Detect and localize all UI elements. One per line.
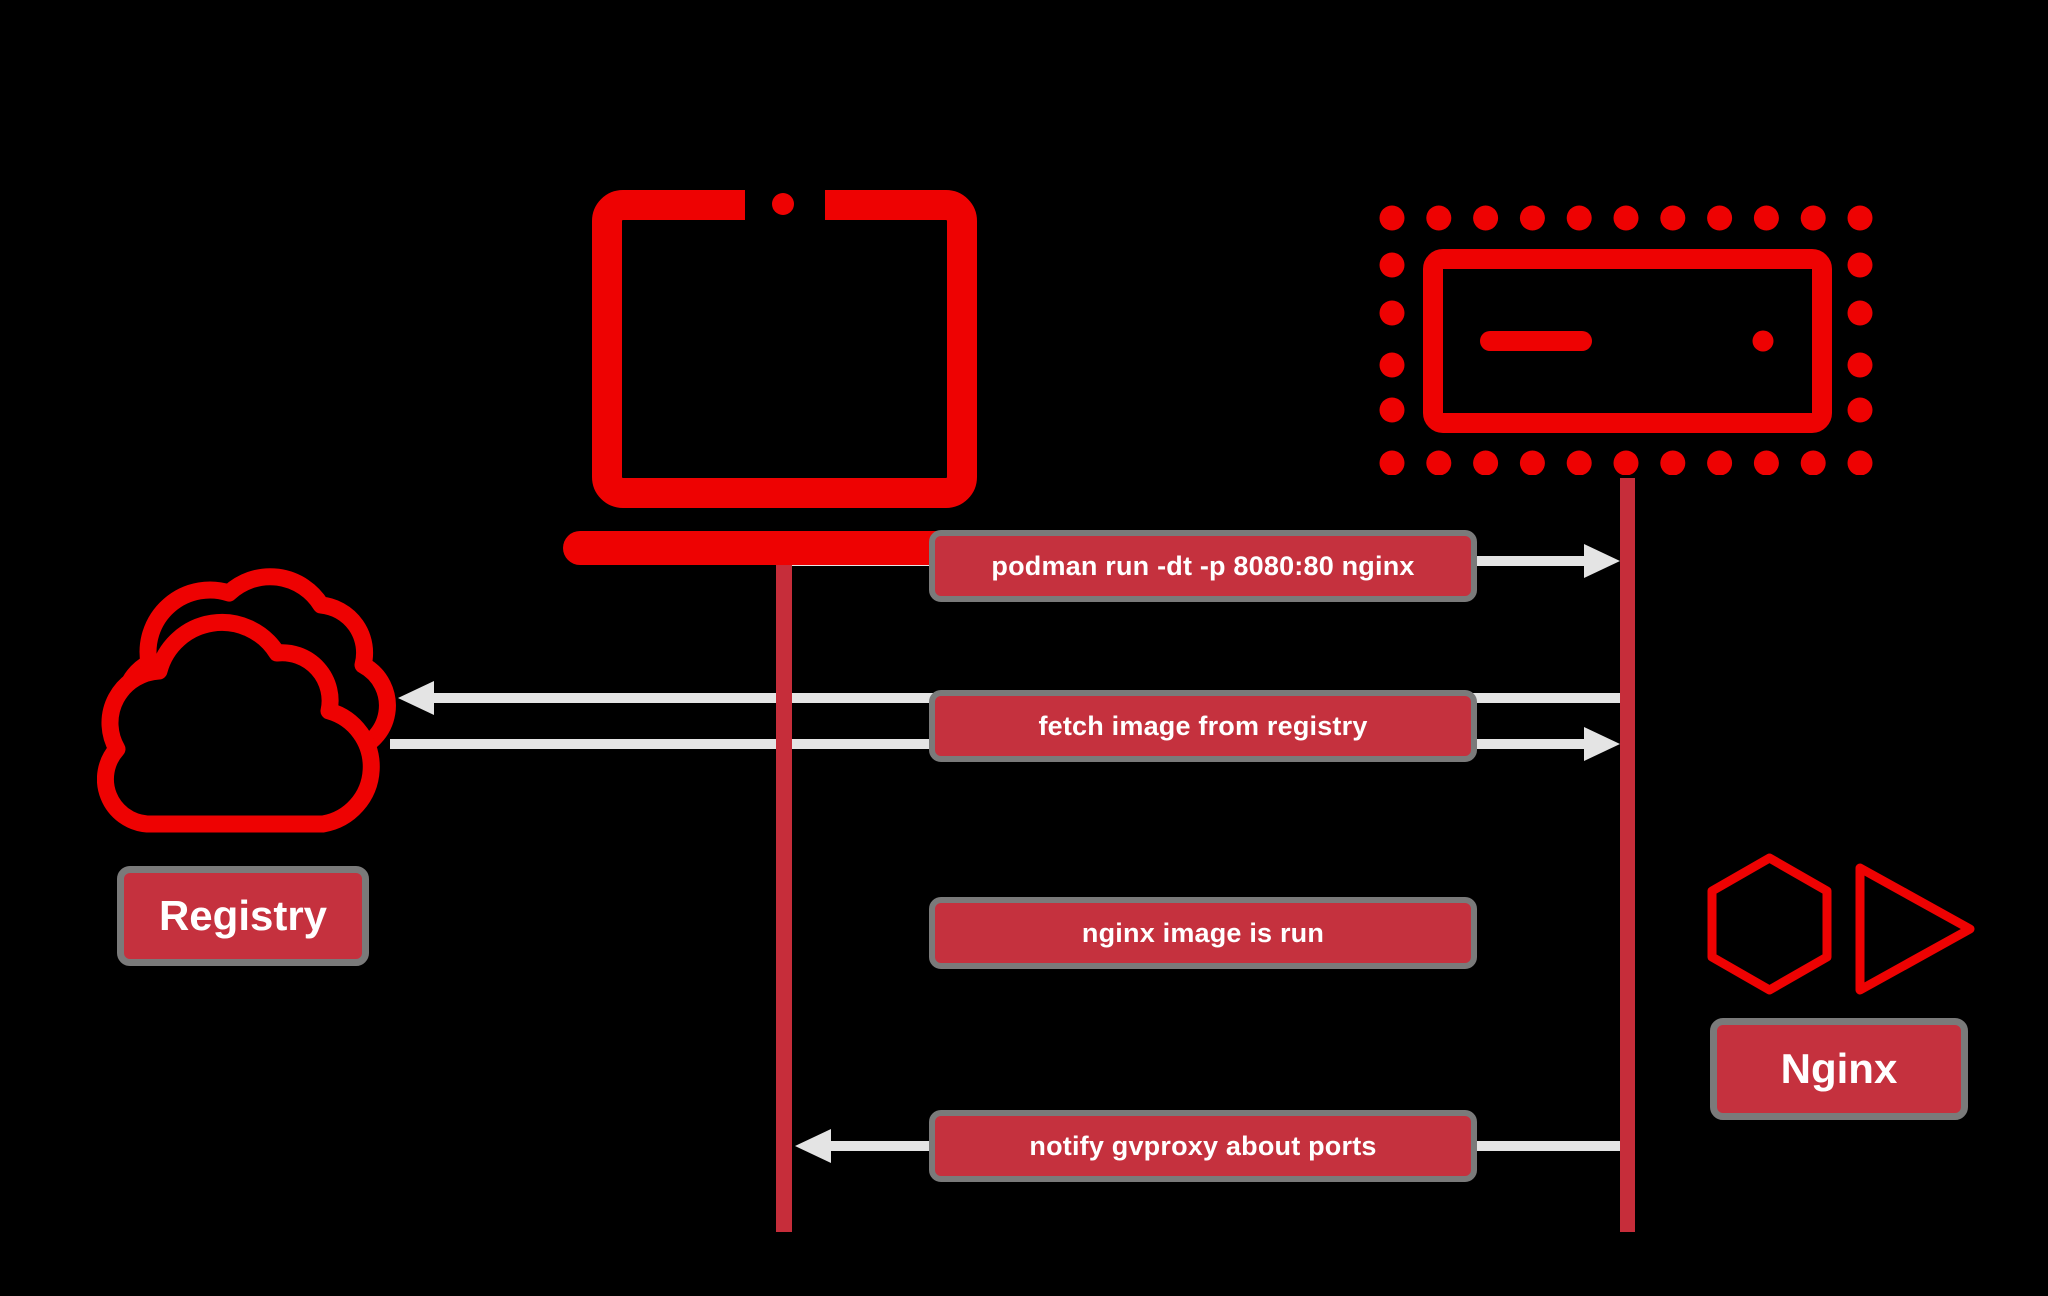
hexagon-icon xyxy=(1707,853,1832,995)
message-nginx-run: nginx image is run xyxy=(929,897,1477,969)
message-fetch-image: fetch image from registry xyxy=(929,690,1477,762)
message-nginx-run-text: nginx image is run xyxy=(1081,917,1325,948)
nginx-label: Nginx xyxy=(1710,1018,1968,1120)
arrow-run-head xyxy=(1584,544,1620,578)
message-notify-gvproxy-text: notify gvproxy about ports xyxy=(1029,1130,1377,1161)
host-lifeline xyxy=(1620,478,1635,1232)
dotted-border xyxy=(1379,205,1873,475)
arrow-notify-head xyxy=(795,1129,831,1163)
message-podman-run: podman run -dt -p 8080:80 nginx xyxy=(929,530,1477,602)
arrow-pull-head xyxy=(1584,727,1620,761)
registry-label: Registry xyxy=(117,866,369,966)
message-notify-gvproxy: notify gvproxy about ports xyxy=(929,1110,1477,1182)
arrow-fetch-head xyxy=(398,681,434,715)
cloud-icon xyxy=(97,568,396,833)
play-triangle-icon xyxy=(1855,863,1975,995)
message-fetch-image-text: fetch image from registry xyxy=(1038,710,1368,741)
nginx-label-text: Nginx xyxy=(1780,1045,1898,1092)
registry-label-text: Registry xyxy=(158,892,328,939)
laptop-icon xyxy=(563,185,1004,565)
nginx-logo xyxy=(1707,853,1975,995)
container-vm-icon xyxy=(1379,205,1873,475)
message-podman-run-text: podman run -dt -p 8080:80 nginx xyxy=(991,550,1415,581)
client-lifeline xyxy=(776,565,792,1232)
